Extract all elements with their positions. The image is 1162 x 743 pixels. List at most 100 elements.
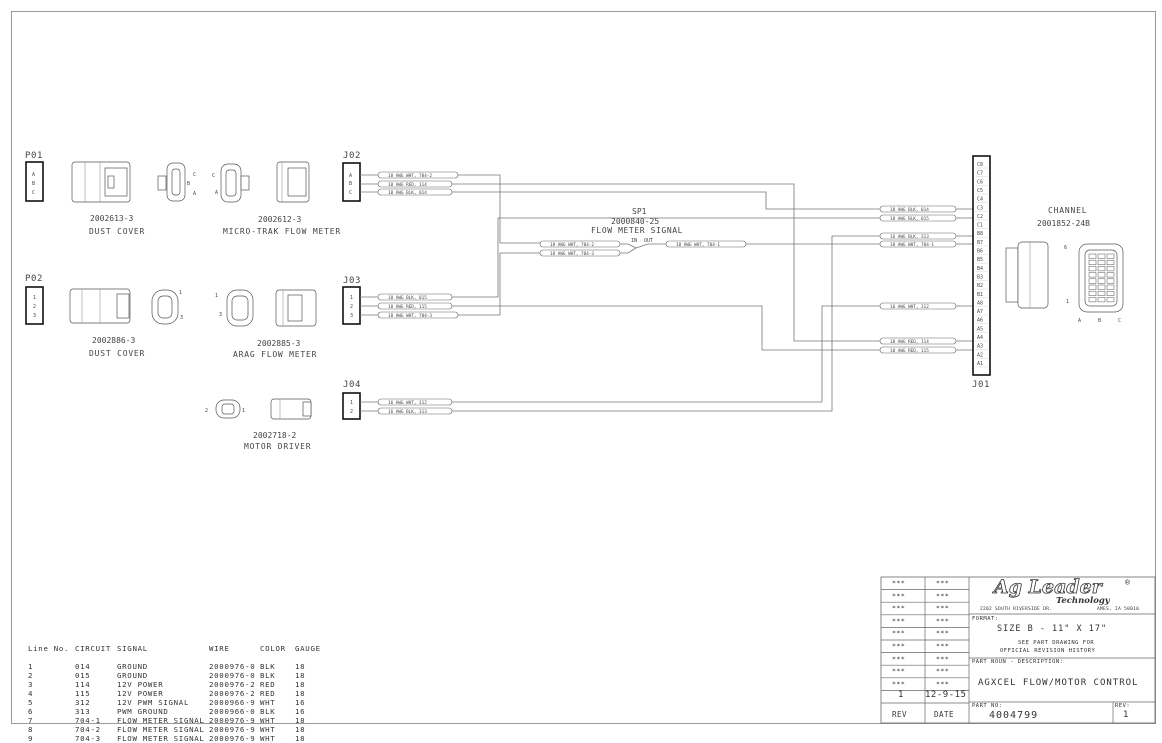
wire-label-j02-a: 18 AWG WHT, 704-2 bbox=[388, 173, 432, 179]
revision-cell: *** bbox=[892, 629, 906, 638]
dust-cover-1-number: 2002613-3 bbox=[90, 214, 134, 223]
table-cell: 115 bbox=[75, 689, 91, 698]
microtrak-number: 2002612-3 bbox=[258, 215, 302, 224]
table-cell: 312 bbox=[75, 698, 91, 707]
revision-cell: *** bbox=[892, 654, 906, 663]
j03-pin-3: 3 bbox=[350, 313, 353, 319]
j01-pin: A4 bbox=[977, 335, 983, 341]
channel-number: 2001852-24B bbox=[1037, 219, 1090, 228]
wire-label-j01-c2: 18 AWG BLK, 015 bbox=[890, 216, 929, 222]
table-cell: GROUND bbox=[117, 671, 148, 680]
table-cell: 1 bbox=[28, 662, 34, 671]
tb-rev-small-value: 1 bbox=[1123, 710, 1129, 720]
wire-label-pills bbox=[377, 171, 957, 415]
motor-number: 2002718-2 bbox=[253, 431, 297, 440]
table-cell: 12V POWER bbox=[117, 689, 164, 698]
table-cell: BLK bbox=[260, 707, 276, 716]
j04-label: J04 bbox=[343, 380, 361, 390]
table-cell: WHT bbox=[260, 716, 276, 725]
channel-pin-a: A bbox=[1078, 318, 1081, 324]
table-cell: 18 bbox=[295, 671, 306, 680]
motor-name: MOTOR DRIVER bbox=[244, 442, 311, 451]
p02-label: P02 bbox=[25, 274, 43, 284]
wire-label-j04-1: 16 AWG WHT, 312 bbox=[388, 400, 427, 406]
p01-label: P01 bbox=[25, 151, 43, 161]
splice-in: IN bbox=[631, 238, 637, 244]
table-cell: 114 bbox=[75, 680, 91, 689]
table-cell: 2000966-9 bbox=[209, 698, 256, 707]
wire-label-j01-b8: 16 AWG BLK, 313 bbox=[890, 234, 929, 240]
j01-pin: B6 bbox=[977, 249, 983, 255]
j01-pin: A8 bbox=[977, 300, 983, 306]
table-cell: 4 bbox=[28, 689, 34, 698]
p02-pin-1: 1 bbox=[33, 295, 36, 301]
company-logo: Ag Leader bbox=[994, 576, 1103, 599]
table-cell: WHT bbox=[260, 725, 276, 734]
table-cell: 2000976-0 bbox=[209, 671, 256, 680]
p01-pin-b: B bbox=[32, 181, 35, 187]
j02-pin-c: C bbox=[349, 190, 352, 196]
j01-pin: B5 bbox=[977, 257, 983, 263]
j02-label: J02 bbox=[343, 151, 361, 161]
header-gauge: GAUGE bbox=[295, 644, 321, 653]
j01-pin: B7 bbox=[977, 240, 983, 246]
channel-connector-icon bbox=[1005, 241, 1124, 313]
motor-connector-icon bbox=[215, 398, 312, 420]
wire-label-j03-3: 18 AWG WHT, 704-3 bbox=[388, 313, 432, 319]
table-cell: 18 bbox=[295, 725, 306, 734]
motor-pin-1: 1 bbox=[242, 408, 245, 414]
splice-out: OUT bbox=[644, 238, 653, 244]
wire-label-j03-2: 18 AWG RED, 115 bbox=[388, 304, 427, 310]
j01-pin: C5 bbox=[977, 188, 983, 194]
j01-pin: B2 bbox=[977, 283, 983, 289]
tb-note-2: OFFICIAL REVISION HISTORY bbox=[1000, 648, 1096, 654]
wire-label-j02-c: 18 AWG BLK, 014 bbox=[388, 190, 427, 196]
plug-pin-b: B bbox=[187, 181, 190, 187]
j03-connector bbox=[342, 286, 361, 325]
j01-label: J01 bbox=[972, 380, 990, 390]
arag-name: ARAG FLOW METER bbox=[233, 350, 317, 359]
j03-pin-2: 2 bbox=[350, 304, 353, 310]
tb-format-label: FORMAT: bbox=[972, 616, 999, 622]
wire-label-j01-a3: 18 AWG RED, 115 bbox=[890, 348, 929, 354]
microtrak-connector-icon bbox=[220, 161, 310, 203]
p02-connector bbox=[25, 286, 44, 325]
tb-format-value: SIZE B - 11" X 17" bbox=[997, 624, 1108, 634]
table-cell: WHT bbox=[260, 698, 276, 707]
tb-date-value: 12-9-15 bbox=[925, 690, 967, 700]
j01-pin: C1 bbox=[977, 223, 983, 229]
j01-pin: C4 bbox=[977, 197, 983, 203]
wire-label-j03-1: 18 AWG BLK, 015 bbox=[388, 295, 427, 301]
splice-number: 2000840-25 bbox=[611, 217, 659, 226]
table-cell: 2000976-9 bbox=[209, 725, 256, 734]
table-cell: 8 bbox=[28, 725, 34, 734]
table-cell: RED bbox=[260, 680, 276, 689]
p02-pin-3: 3 bbox=[33, 313, 36, 319]
j02-pin-a: A bbox=[349, 173, 352, 179]
revision-cell: *** bbox=[892, 604, 906, 613]
tb-rev-label: REV bbox=[892, 710, 908, 719]
table-cell: 704-2 bbox=[75, 725, 101, 734]
microtrak-pin-a: A bbox=[215, 190, 218, 196]
microtrak-name: MICRO-TRAK FLOW METER bbox=[223, 227, 341, 236]
channel-pin-c: C bbox=[1118, 318, 1121, 324]
revision-cell: *** bbox=[892, 616, 906, 625]
j02-pin-b: B bbox=[349, 181, 352, 187]
j02-connector bbox=[342, 162, 361, 202]
motor-pin-2: 2 bbox=[205, 408, 208, 414]
p01-pin-a: A bbox=[32, 172, 35, 178]
table-cell: 014 bbox=[75, 662, 91, 671]
table-cell: 12V POWER bbox=[117, 680, 164, 689]
table-cell: 2000976-9 bbox=[209, 716, 256, 725]
tb-date-label: DATE bbox=[934, 710, 955, 719]
table-cell: 12V PWM SIGNAL bbox=[117, 698, 190, 707]
arag-pin-3: 3 bbox=[219, 312, 222, 318]
j01-pin: A6 bbox=[977, 318, 983, 324]
dust-cover-2-face-icon bbox=[151, 289, 179, 325]
revision-cell: *** bbox=[936, 591, 950, 600]
